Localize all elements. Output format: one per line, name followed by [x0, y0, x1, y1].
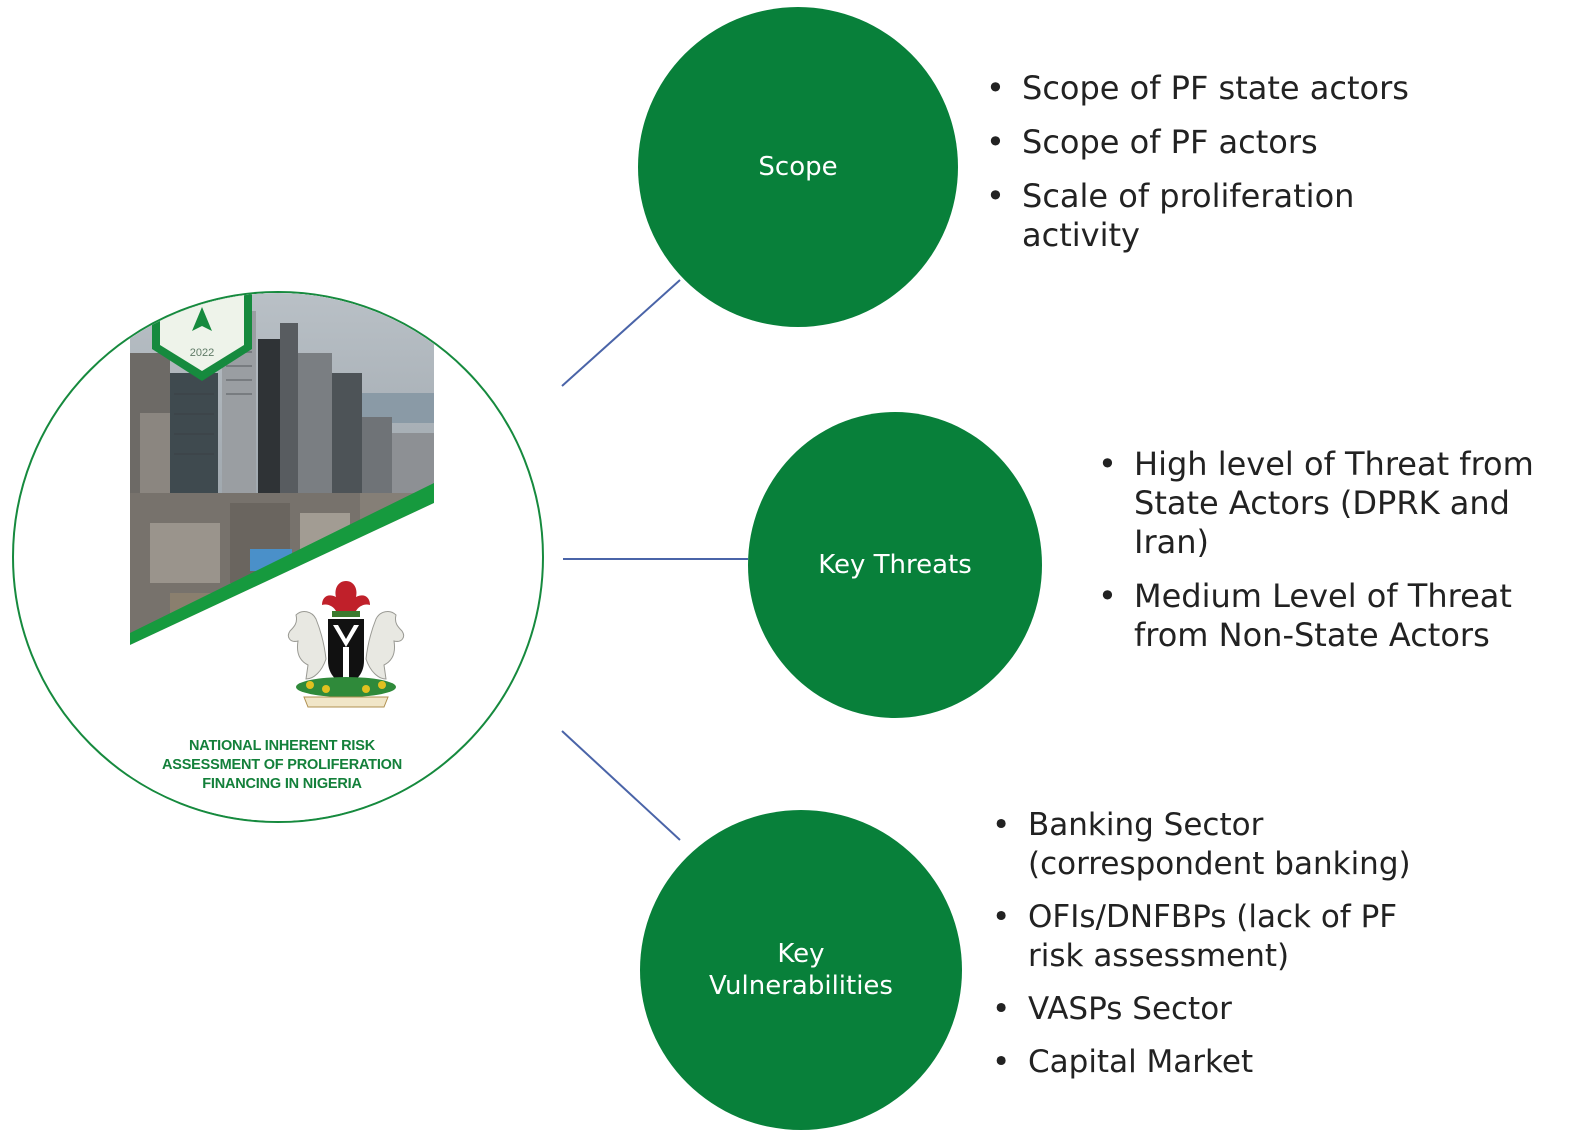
bullet-item: Scope of PF actors [982, 123, 1462, 162]
topic-circle-key-vulnerabilities: Key Vulnerabilities [640, 810, 962, 1130]
report-cover: 2022 NATIONAL INHERENT RISK [130, 293, 434, 821]
topic-label-key-vulnerabilities: Key Vulnerabilities [709, 938, 893, 1002]
bullet-item: Scale of proliferation activity [982, 177, 1422, 255]
coat-of-arms-icon [287, 581, 405, 708]
bullet-item: High level of Threat from State Actors (… [1094, 445, 1574, 562]
bullet-item: VASPs Sector [988, 990, 1468, 1029]
connector-to-scope [561, 279, 681, 387]
year-badge: 2022 [152, 293, 252, 381]
cover-title-line: NATIONAL INHERENT RISK [189, 738, 375, 754]
badge-year: 2022 [189, 347, 215, 359]
topic-label-line: Vulnerabilities [709, 971, 893, 1001]
city-skyline-photo [130, 293, 434, 645]
bullet-item: OFIs/DNFBPs (lack of PF risk assessment) [988, 898, 1458, 976]
topic-label-key-threats: Key Threats [818, 550, 972, 580]
bullet-item: Scope of PF state actors [982, 69, 1462, 108]
threats-bullet-list: High level of Threat from State Actors (… [1094, 445, 1574, 670]
bullet-item: Medium Level of Threat from Non-State Ac… [1094, 577, 1564, 655]
scope-bullet-list: Scope of PF state actors Scope of PF act… [982, 69, 1462, 270]
bullet-item: Banking Sector (correspondent banking) [988, 806, 1488, 884]
report-cover-circle: 2022 NATIONAL INHERENT RISK [12, 291, 544, 823]
topic-label-line: Key [777, 939, 825, 969]
cover-title-line: ASSESSMENT OF PROLIFERATION [161, 757, 403, 773]
vulnerabilities-bullet-list: Banking Sector (correspondent banking) O… [988, 806, 1468, 1096]
connector-to-vulnerabilities [561, 730, 681, 841]
bullet-item: Capital Market [988, 1043, 1468, 1082]
topic-circle-key-threats: Key Threats [748, 412, 1042, 718]
cover-title: NATIONAL INHERENT RISK ASSESSMENT OF PRO… [120, 737, 444, 794]
topic-circle-scope: Scope [638, 7, 958, 327]
topic-label-scope: Scope [758, 152, 838, 182]
cover-title-line: FINANCING IN NIGERIA [202, 776, 362, 792]
